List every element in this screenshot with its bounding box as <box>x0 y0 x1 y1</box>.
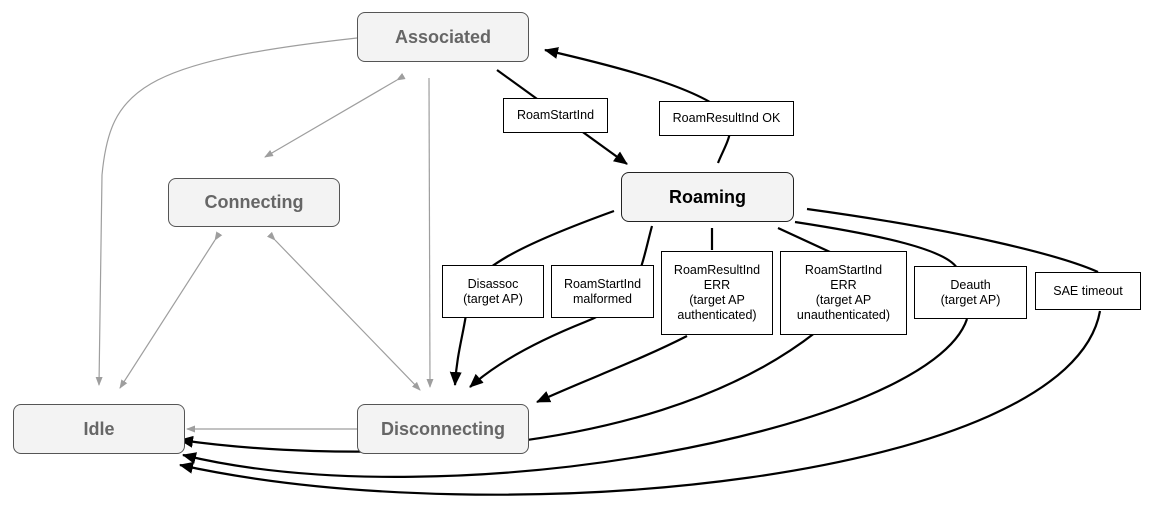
state-roaming: Roaming <box>621 172 794 222</box>
state-idle: Idle <box>13 404 185 454</box>
edge-deauth-to-idle <box>183 220 969 478</box>
edge-associated-to-disconnecting <box>426 77 434 388</box>
label-deauth: Deauth (target AP) <box>914 266 1027 319</box>
label-roam-result-ind-err: RoamResultInd ERR (target AP authenticat… <box>661 251 773 335</box>
edge-sae-timeout-to-idle <box>180 207 1102 496</box>
edge-associated-to-idle <box>95 37 358 386</box>
edge-connecting-disconnecting <box>266 231 421 391</box>
state-associated: Associated <box>357 12 529 62</box>
label-roam-start-ind: RoamStartInd <box>503 98 608 133</box>
label-disassoc: Disassoc (target AP) <box>442 265 544 318</box>
label-roam-start-ind-err: RoamStartInd ERR (target AP unauthentica… <box>780 251 907 335</box>
edge-connecting-idle <box>119 231 223 389</box>
label-sae-timeout: SAE timeout <box>1035 272 1141 310</box>
edge-roamstart-malformed <box>469 225 654 388</box>
edge-associated-connecting <box>264 72 406 158</box>
label-roam-result-ind-ok: RoamResultInd OK <box>659 101 794 136</box>
edge-roamstart-err <box>777 226 831 253</box>
state-disconnecting: Disconnecting <box>357 404 529 454</box>
state-connecting: Connecting <box>168 178 340 227</box>
label-roam-start-ind-malformed: RoamStartInd malformed <box>551 265 654 318</box>
edge-roamresult-err <box>537 228 714 402</box>
